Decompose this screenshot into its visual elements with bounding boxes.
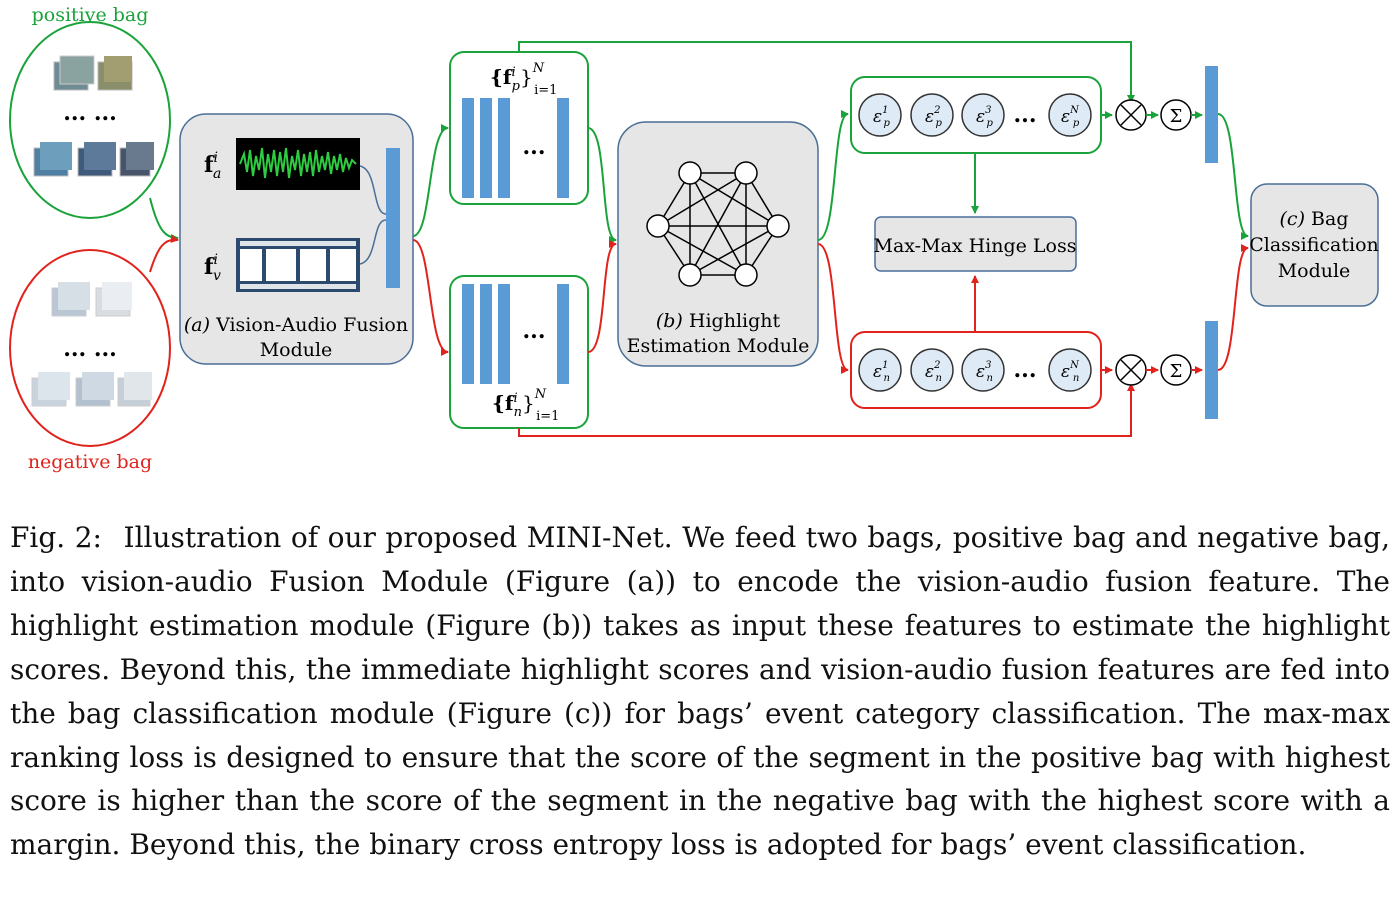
bag-classification-module: (c) Bag Classification Module	[1249, 183, 1379, 307]
svg-text:Module: Module	[1278, 260, 1351, 282]
negative-skip-line	[518, 383, 1135, 437]
svg-text:{fin}Ni=1: {fin}Ni=1	[492, 387, 559, 424]
svg-text:(b) Highlight: (b) Highlight	[656, 310, 781, 332]
svg-text:(a) Vision-Audio Fusion: (a) Vision-Audio Fusion	[184, 314, 408, 336]
svg-text:ε3p: ε3p	[976, 105, 994, 129]
svg-text:εNn: εNn	[1061, 360, 1080, 384]
negative-bag-dots: ... ...	[63, 336, 117, 362]
svg-text:ε1n: ε1n	[873, 360, 890, 384]
audio-waveform	[236, 138, 360, 190]
svg-text:{fip}Ni=1: {fip}Ni=1	[490, 61, 557, 98]
negative-bag-ellipse	[9, 249, 171, 447]
caption-text: Illustration of our proposed MINI-Net. W…	[10, 521, 1390, 862]
negative-bag-label: negative bag	[28, 451, 152, 473]
positive-skip-line	[518, 41, 1135, 103]
highlight-module: (b) Highlight Estimation Module	[617, 121, 819, 367]
video-filmstrip	[236, 238, 360, 292]
positive-bag-ellipse	[9, 21, 171, 219]
svg-text:Max-Max Hinge Loss: Max-Max Hinge Loss	[873, 235, 1076, 257]
negative-aggregation: Σ	[1101, 321, 1218, 419]
svg-text:Estimation Module: Estimation Module	[627, 335, 810, 357]
svg-text:...: ...	[523, 318, 546, 344]
negative-clip-thumbnails	[31, 282, 152, 407]
positive-clip-thumbnails	[33, 55, 154, 177]
svg-text:ε3n: ε3n	[976, 360, 993, 384]
svg-text:...: ...	[1014, 357, 1037, 383]
svg-text:Classification: Classification	[1249, 234, 1379, 256]
positive-bag-arrow	[149, 197, 179, 242]
hinge-loss: Max-Max Hinge Loss	[873, 153, 1077, 332]
caption-label: Fig. 2:	[10, 521, 102, 554]
figure-caption: Fig. 2: Illustration of our proposed MIN…	[10, 516, 1390, 867]
svg-text:εNp: εNp	[1061, 105, 1080, 129]
svg-text:...: ...	[1014, 102, 1037, 128]
svg-text:(c) Bag: (c) Bag	[1280, 208, 1349, 230]
negative-bag: ... ... negative bag	[9, 249, 171, 473]
svg-text:ε2n: ε2n	[925, 360, 942, 384]
positive-bag: positive bag ... ...	[9, 4, 171, 219]
positive-bag-dots: ... ...	[63, 100, 117, 126]
svg-text:Σ: Σ	[1170, 361, 1183, 382]
svg-text:ε1p: ε1p	[873, 105, 891, 129]
svg-text:Σ: Σ	[1170, 106, 1183, 127]
svg-text:Module: Module	[260, 339, 333, 361]
negative-bag-arrow	[149, 234, 179, 273]
positive-aggregation: Σ	[1101, 66, 1218, 163]
positive-bag-label: positive bag	[32, 4, 149, 26]
svg-text:...: ...	[523, 134, 546, 160]
fused-feature-bar	[386, 148, 400, 288]
svg-text:ε2p: ε2p	[925, 105, 943, 129]
mini-net-diagram: positive bag ... ...	[9, 4, 1379, 473]
